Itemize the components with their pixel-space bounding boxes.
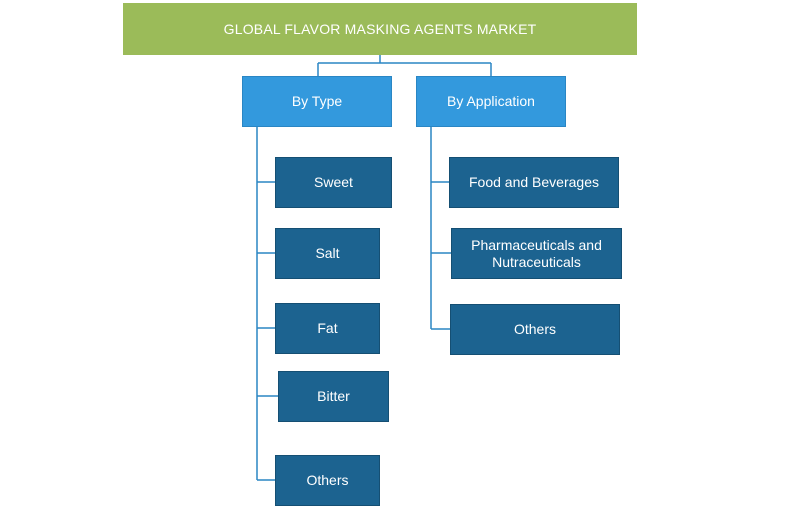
type-fat: Fat [275,303,380,354]
type-sweet: Sweet [275,157,392,208]
type-bitter: Bitter [278,371,389,422]
type-others: Others [275,455,380,506]
application-others: Others [450,304,620,355]
category-by-application: By Application [416,76,566,127]
category-by-type: By Type [242,76,392,127]
diagram-root-title: GLOBAL FLAVOR MASKING AGENTS MARKET [123,3,637,55]
application-food-and-beverages: Food and Beverages [449,157,619,208]
application-pharmaceuticals-and-nutraceuticals: Pharmaceuticals and Nutraceuticals [451,228,622,279]
type-salt: Salt [275,228,380,279]
